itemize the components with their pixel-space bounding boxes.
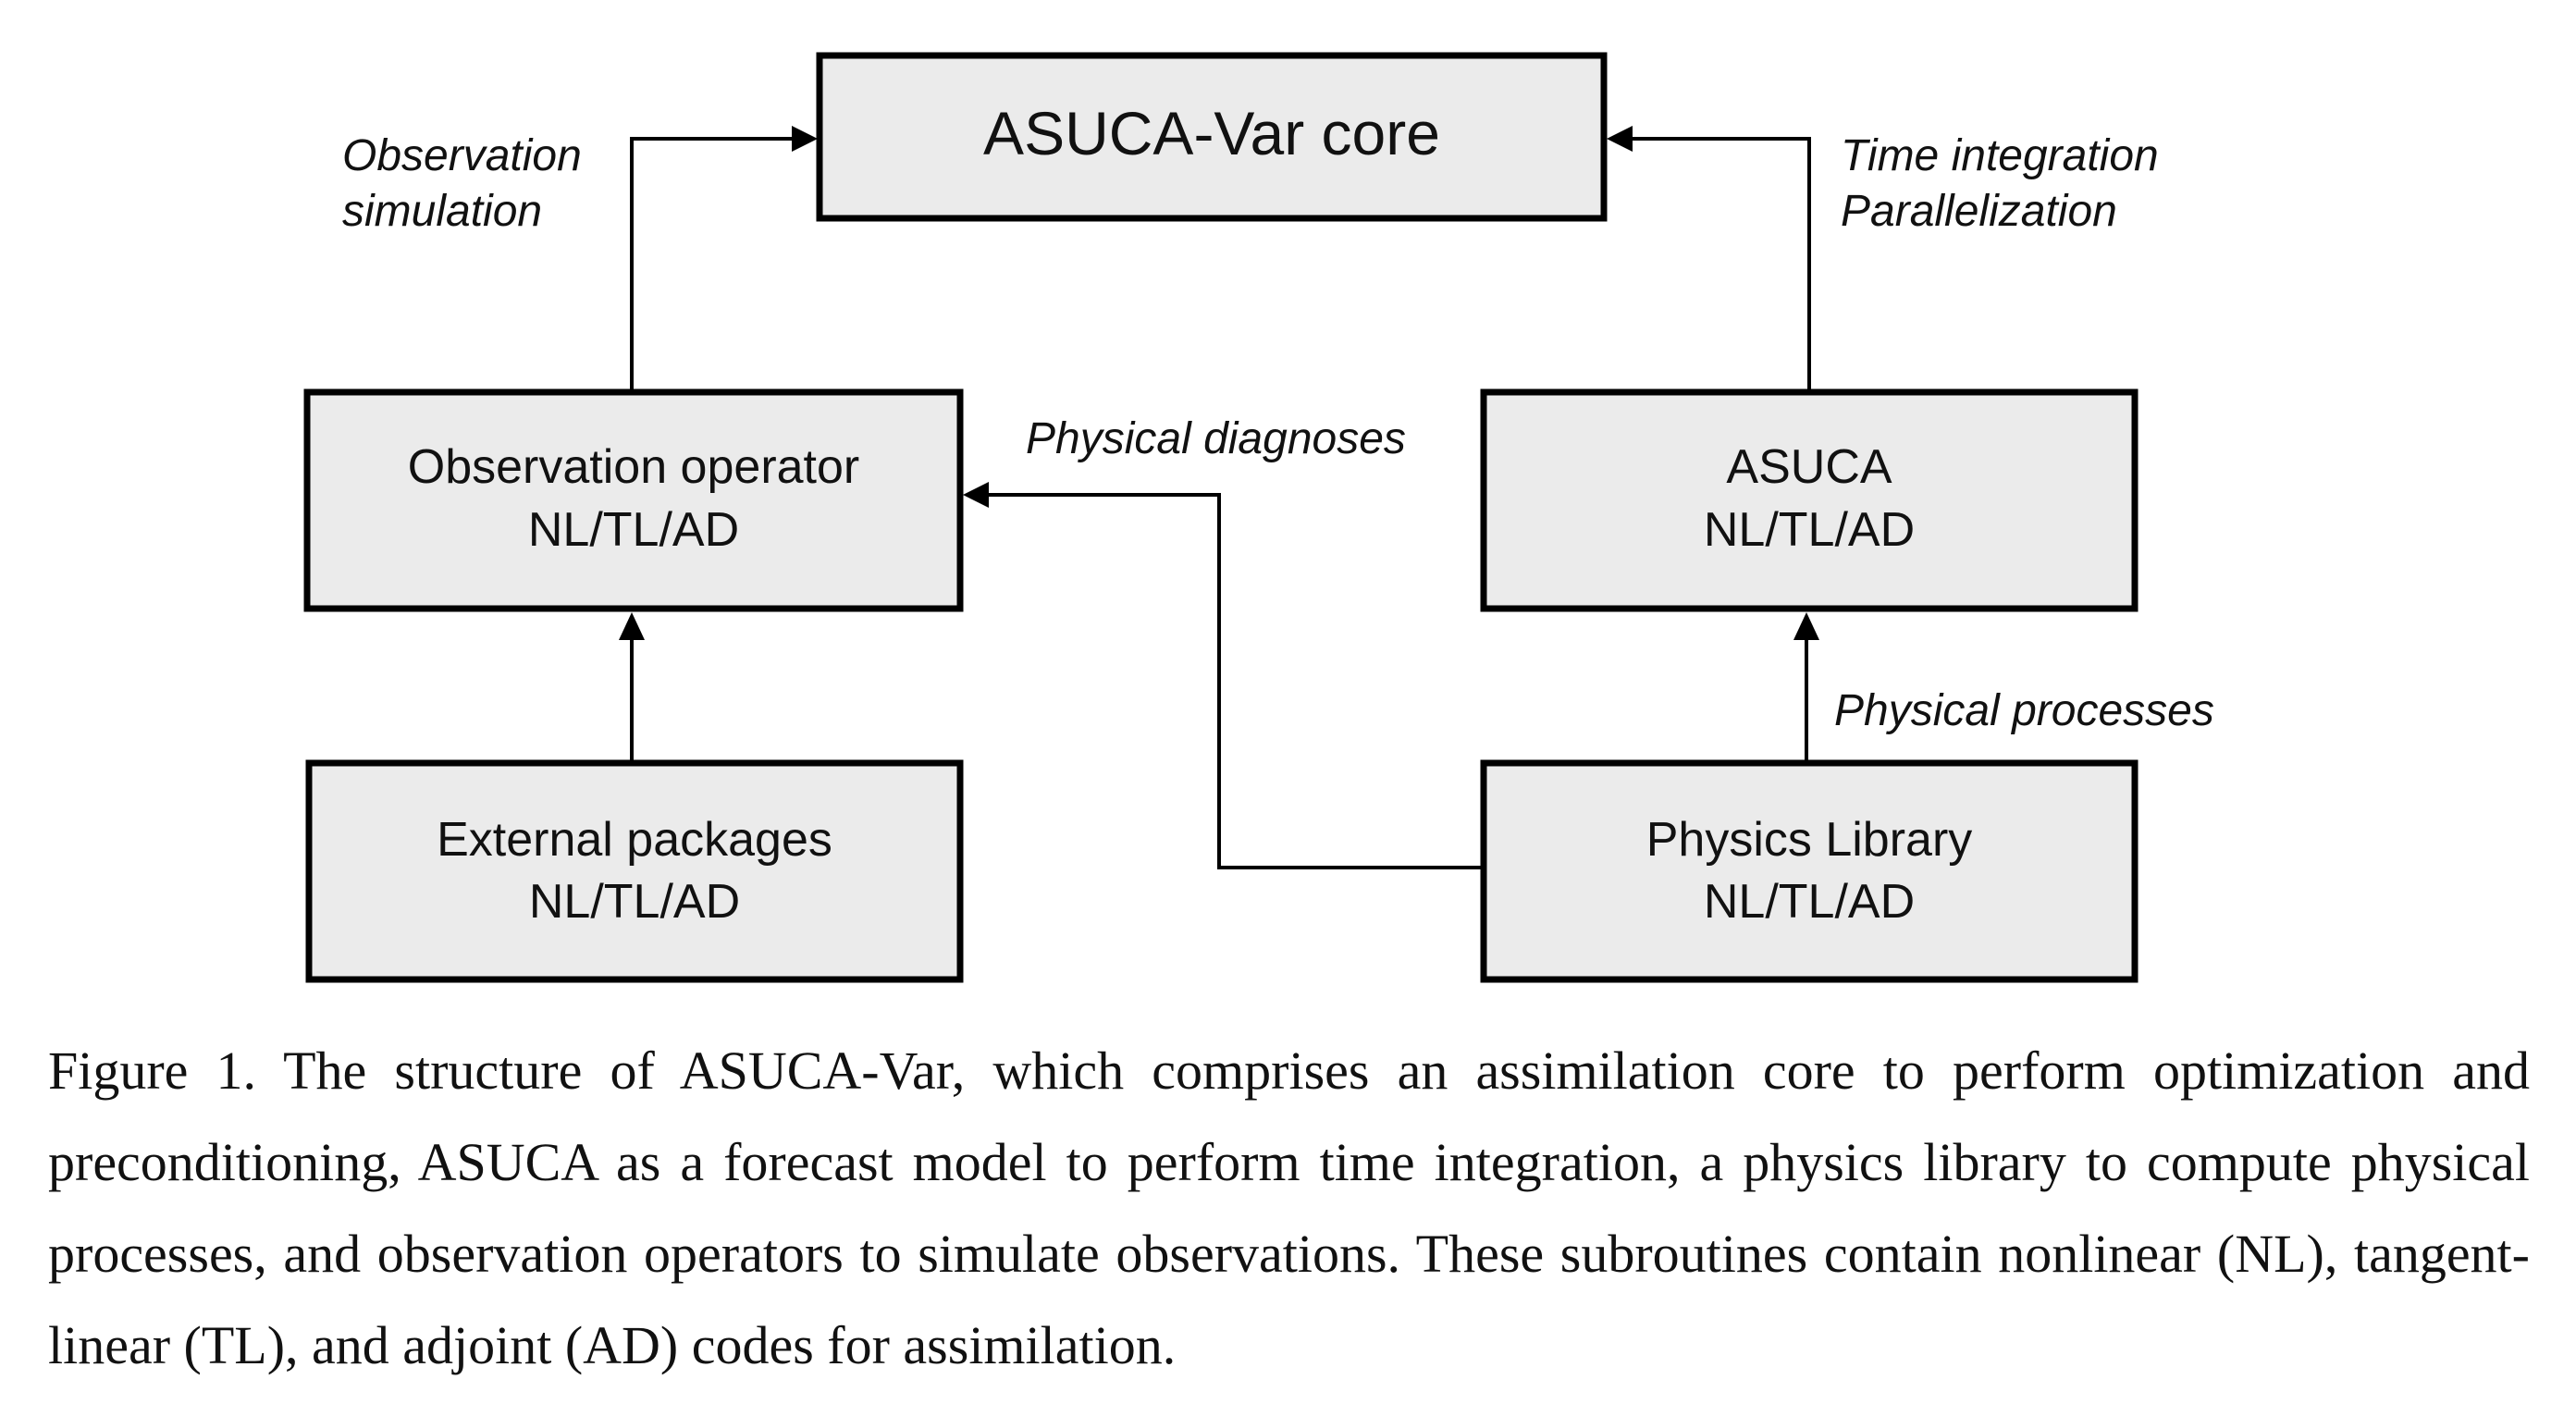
physical-processes-label: Physical processes <box>1834 686 2214 735</box>
asuca-title: ASUCA <box>1726 440 1892 494</box>
external-packages-title: External packages <box>437 813 832 867</box>
observation-operator-box: Observation operator NL/TL/AD <box>303 388 964 612</box>
physics-library-subtitle: NL/TL/AD <box>1704 875 1915 929</box>
time-integration-arrow <box>1607 126 1811 389</box>
physics-library-box: Physics Library NL/TL/AD <box>1480 759 2138 983</box>
physics-library-title: Physics Library <box>1646 813 1973 867</box>
structure-diagram: ASUCA-Var core Observation operator NL/T… <box>303 52 2214 983</box>
physical-diagnoses-label: Physical diagnoses <box>1026 414 1406 463</box>
external-packages-box: External packages NL/TL/AD <box>305 759 964 983</box>
core-box-title: ASUCA-Var core <box>983 99 1440 167</box>
figure-caption: Figure 1. The structure of ASUCA-Var, wh… <box>48 1041 2530 1375</box>
parallelization-label-line2: Parallelization <box>1841 187 2117 236</box>
asuca-box: ASUCA NL/TL/AD <box>1480 388 2138 612</box>
observation-operator-subtitle: NL/TL/AD <box>528 503 739 557</box>
time-integration-label-line1: Time integration <box>1841 131 2159 180</box>
external-packages-subtitle: NL/TL/AD <box>529 875 740 929</box>
asuca-subtitle: NL/TL/AD <box>1704 503 1915 557</box>
observation-simulation-arrow <box>630 126 818 389</box>
observation-operator-title: Observation operator <box>408 440 860 494</box>
observation-simulation-label-line1: Observation <box>342 131 582 180</box>
physical-processes-arrow <box>1793 612 1819 760</box>
observation-simulation-label-line2: simulation <box>342 187 542 236</box>
external-to-operator-arrow <box>619 612 645 760</box>
physical-diagnoses-arrow <box>963 482 1482 869</box>
core-box: ASUCA-Var core <box>816 52 1608 222</box>
